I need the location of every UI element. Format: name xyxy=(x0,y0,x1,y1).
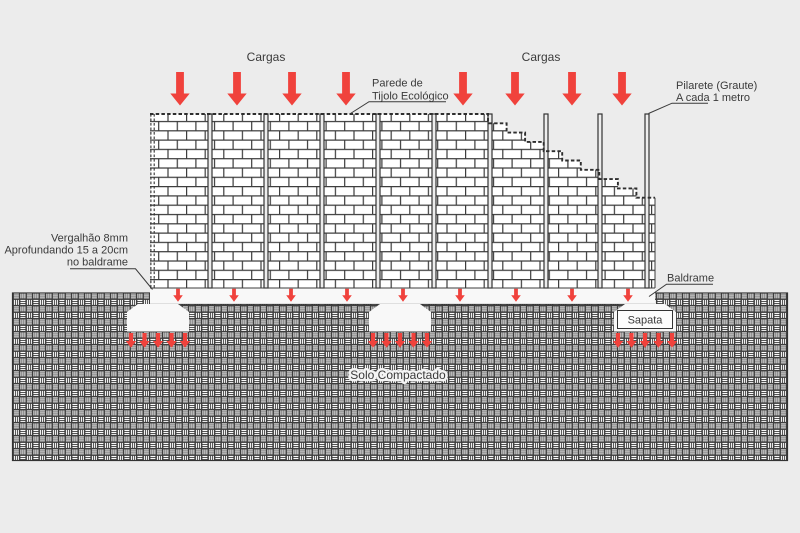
footing-load-arrow-icon xyxy=(139,333,150,348)
footing-sapata-shape xyxy=(127,304,189,332)
load-arrow-icon xyxy=(612,72,632,106)
beam-load-arrow-icon xyxy=(229,288,239,302)
eco-brick-wall xyxy=(150,114,655,288)
vergalhao-label-line2: Aprofundando 15 a 20cm xyxy=(4,245,128,257)
grout-pilaster-bar xyxy=(431,113,437,289)
parede-leader-line xyxy=(350,101,446,114)
parede-label-line1: Parede de xyxy=(372,78,423,90)
load-arrow-icon xyxy=(336,72,356,106)
beam-load-arrow-icon xyxy=(455,288,465,302)
solo-compactado-label: Solo Compactado xyxy=(350,368,446,382)
footing-load-arrow-icon xyxy=(381,333,392,348)
grout-pilaster-bar xyxy=(207,113,213,289)
vergalhao-label-line1: Vergalhão 8mm xyxy=(51,233,128,245)
load-arrows-group xyxy=(125,72,678,348)
grout-pilaster-bar xyxy=(543,113,549,289)
beam-load-arrow-icon xyxy=(623,288,633,302)
footing-load-arrow-icon xyxy=(152,333,164,348)
footing-load-arrow-icon xyxy=(653,333,664,348)
footing-load-arrow-icon xyxy=(421,333,433,348)
load-arrow-icon xyxy=(505,72,525,106)
footing-load-arrow-icon xyxy=(666,333,678,348)
footing-sapata-shape xyxy=(369,304,431,332)
footing-load-arrow-icon xyxy=(408,333,419,348)
cargas-left-label: Cargas xyxy=(247,50,286,64)
load-arrow-icon xyxy=(170,72,190,106)
footing-load-arrow-icon xyxy=(166,333,177,348)
beam-load-arrow-icon xyxy=(286,288,296,302)
baldrame-leader-line xyxy=(648,283,713,297)
grout-pilaster-bar xyxy=(375,113,381,289)
beam-load-arrow-icon xyxy=(342,288,352,302)
grout-pilaster-bar xyxy=(597,113,603,289)
load-arrow-icon xyxy=(453,72,473,106)
grout-pilaster-bar xyxy=(487,113,493,289)
load-arrow-icon xyxy=(227,72,247,106)
footing-load-arrow-icon xyxy=(626,333,637,348)
wall-top-dashed-edge xyxy=(150,113,655,199)
load-arrow-icon xyxy=(282,72,302,106)
vergalhao-leader-line xyxy=(70,268,153,290)
pilarete-label-line2: A cada 1 metro xyxy=(676,92,750,104)
load-arrow-icon xyxy=(562,72,582,106)
parede-label-line2: Tijolo Ecológico xyxy=(372,91,449,103)
footing-load-arrow-icon xyxy=(125,333,137,348)
grout-pilaster-bar xyxy=(263,113,269,289)
footing-load-arrow-icon xyxy=(179,333,191,348)
footing-load-arrow-icon xyxy=(612,333,624,348)
beam-load-arrow-icon xyxy=(511,288,521,302)
wall-outline xyxy=(150,197,656,289)
pilarete-label-line1: Pilarete (Graute) xyxy=(676,80,757,92)
footing-load-arrow-icon xyxy=(639,333,651,348)
grout-pilaster-bar xyxy=(644,113,650,289)
cargas-right-label: Cargas xyxy=(522,50,561,64)
sapata-label: Sapata xyxy=(628,315,664,327)
grout-pilaster-bar xyxy=(319,113,325,289)
vergalhao-label-line3: no baldrame xyxy=(67,257,128,269)
footing-load-arrow-icon xyxy=(394,333,406,348)
beam-load-arrow-icon xyxy=(173,288,183,302)
baldrame-label: Baldrame xyxy=(667,273,714,285)
rebar-dashed-line xyxy=(150,114,155,288)
beam-load-arrow-icon xyxy=(398,288,408,302)
sapata-label-box xyxy=(617,310,673,329)
pilarete-leader-line xyxy=(648,102,708,114)
beam-load-arrow-icon xyxy=(567,288,577,302)
footing-load-arrow-icon xyxy=(367,333,379,348)
